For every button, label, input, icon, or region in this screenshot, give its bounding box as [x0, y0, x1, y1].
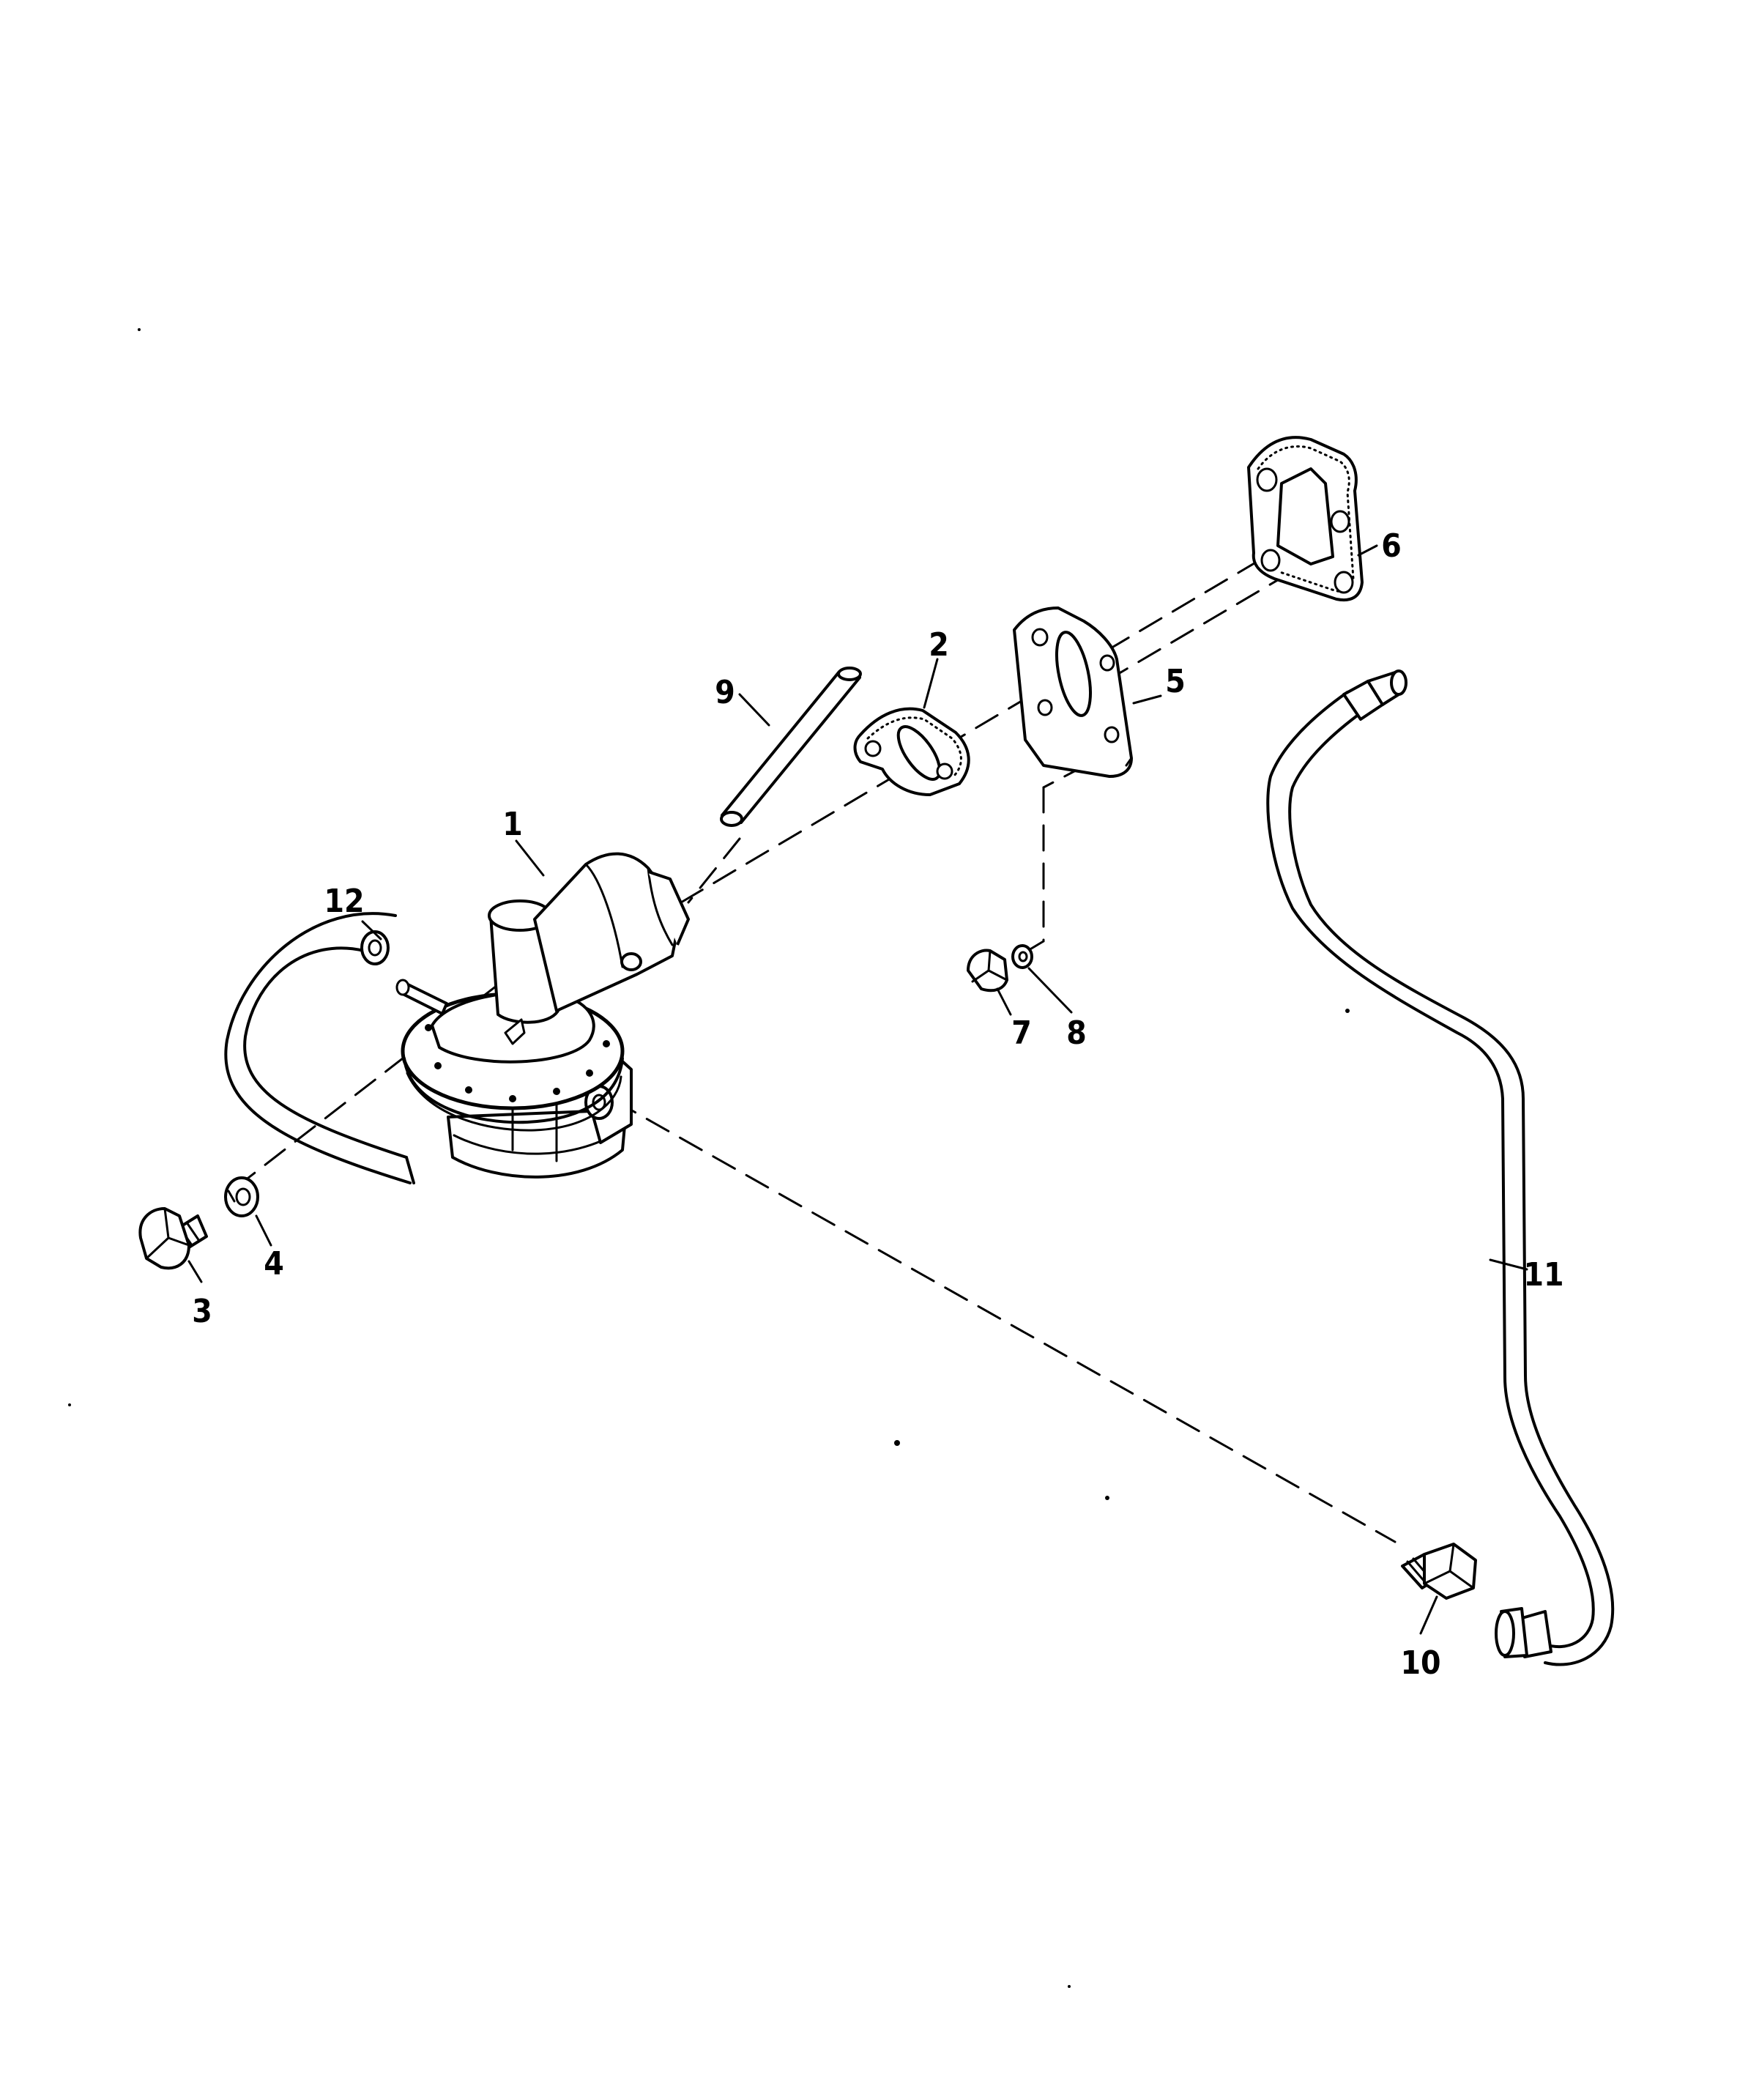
gasket-2 [853, 707, 970, 796]
callout-11: 11 [1523, 1256, 1563, 1294]
callout-12: 12 [324, 883, 364, 920]
callout-5: 5 [1165, 663, 1186, 700]
callout-6: 6 [1381, 527, 1402, 565]
bolt-7 [967, 949, 1008, 993]
scan-specks [68, 328, 1350, 1988]
callout-9: 9 [715, 674, 735, 711]
lockwasher-8 [1011, 944, 1033, 969]
bolt-3 [138, 1207, 208, 1270]
gasket-6 [1247, 436, 1364, 601]
tube-9 [720, 667, 862, 827]
fuel-line-11 [1266, 669, 1615, 1666]
hose-12 [224, 912, 415, 1184]
callout-10: 10 [1400, 1644, 1440, 1682]
callout-2: 2 [929, 626, 949, 664]
callout-4: 4 [264, 1245, 284, 1283]
fitting-10 [1401, 1543, 1477, 1600]
callout-labels: 1 2 3 4 5 6 7 8 9 10 11 12 [192, 527, 1563, 1682]
callout-1: 1 [502, 806, 523, 843]
fuel-pump-1 [395, 852, 690, 1179]
plate-5 [1013, 606, 1133, 778]
flange-screws [425, 1024, 610, 1102]
washer-4 [224, 1176, 259, 1217]
leader-lines [187, 544, 1528, 1635]
callout-7: 7 [1011, 1014, 1032, 1052]
callout-3: 3 [192, 1293, 212, 1330]
callout-8: 8 [1066, 1014, 1087, 1052]
